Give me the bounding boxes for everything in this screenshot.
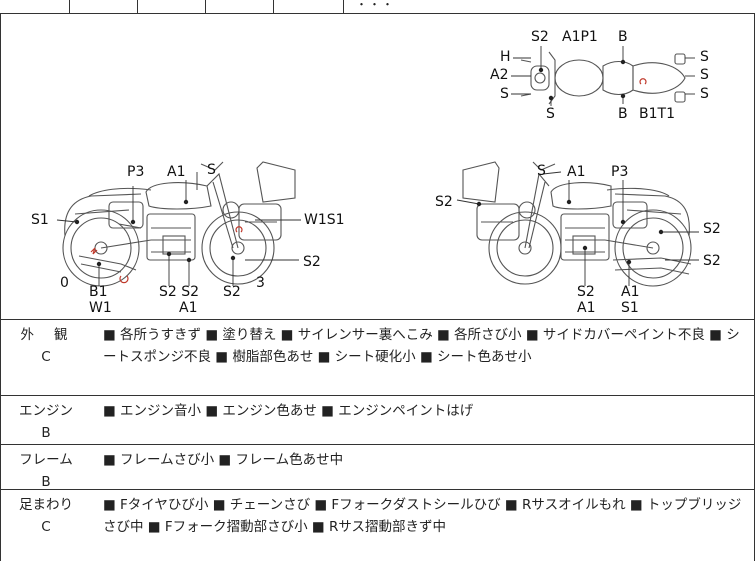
label-p3: P3 — [127, 164, 145, 180]
label-a1: A1 — [167, 164, 186, 180]
top-table-row: ・・・ — [0, 0, 755, 14]
table-cell — [70, 0, 138, 14]
condition-row-engine: エンジン B ■ エンジン音小 ■ エンジン色あせ ■ エンジンペイントはげ — [0, 396, 755, 445]
label-s2: S2 — [703, 253, 721, 269]
condition-notes: ■ フレームさび小 ■ フレーム色あせ中 — [103, 452, 344, 468]
category-grade: B — [41, 425, 51, 441]
motorcycle-drawings — [56, 46, 699, 287]
category-grade: C — [41, 519, 51, 535]
label-a1: A1 — [577, 300, 596, 316]
table-cell — [206, 0, 274, 14]
condition-notes: ■ 各所うすきず ■ 塗り替え ■ サイレンサー裏へこみ ■ 各所さび小 ■ サ… — [103, 327, 740, 365]
label-s: S — [700, 49, 709, 65]
label-b1: B1 — [89, 284, 108, 300]
label-zero: 0 — [60, 275, 69, 291]
label-s: S — [700, 86, 709, 102]
label-s2: S2 — [435, 194, 453, 210]
label-s: S — [546, 106, 555, 122]
label-s: S — [207, 162, 216, 178]
condition-row-frame: フレーム B ■ フレームさび小 ■ フレーム色あせ中 — [0, 445, 755, 490]
label-h: H — [500, 49, 511, 65]
category-name: フレーム — [19, 452, 73, 468]
label-s2: S2 — [303, 254, 321, 270]
condition-row-suspension: 足まわり C ■ Fタイヤひび小 ■ チェーンさび ■ Fフォークダストシールひ… — [0, 490, 755, 561]
top-row-text: ・・・ — [356, 0, 395, 11]
label-three: 3 — [256, 275, 265, 291]
label-s1: S1 — [31, 212, 49, 228]
label-b: B — [618, 29, 628, 45]
category-grade: B — [41, 474, 51, 490]
label-s1: S1 — [621, 300, 639, 316]
category-cell: 足まわり C — [1, 490, 91, 538]
table-cell — [274, 0, 344, 14]
label-s2: S2 — [703, 221, 721, 237]
label-s: S — [700, 67, 709, 83]
top-view-bike — [520, 51, 686, 105]
label-a1: A1 — [567, 164, 586, 180]
label-a1: A1 — [179, 300, 198, 316]
label-s2: S2 — [577, 284, 595, 300]
condition-notes: ■ エンジン音小 ■ エンジン色あせ ■ エンジンペイントはげ — [103, 403, 474, 419]
label-s: S — [500, 86, 509, 102]
label-a1: A1 — [621, 284, 640, 300]
label-b: B — [618, 106, 628, 122]
category-cell: エンジン B — [1, 396, 91, 444]
condition-notes: ■ Fタイヤひび小 ■ チェーンさび ■ Fフォークダストシールひび ■ Rサス… — [103, 497, 742, 535]
damage-marks — [74, 59, 664, 284]
category-grade: C — [41, 349, 51, 365]
label-w1: W1 — [89, 300, 112, 316]
category-name: エンジン — [19, 403, 73, 419]
label-a2: A2 — [490, 67, 509, 83]
category-name: 足まわり — [19, 497, 73, 513]
label-s2-s2: S2 S2 — [159, 284, 200, 300]
table-cell — [0, 0, 70, 14]
category-cell: 外観 C — [1, 320, 91, 368]
label-a1p1: A1P1 — [562, 29, 598, 45]
condition-row-exterior: 外観 C ■ 各所うすきず ■ 塗り替え ■ サイレンサー裏へこみ ■ 各所さび… — [0, 320, 755, 396]
label-w1s1: W1S1 — [304, 212, 345, 228]
label-s2: S2 — [531, 29, 549, 45]
label-p3: P3 — [611, 164, 629, 180]
leader-lines — [56, 46, 699, 286]
table-cell — [138, 0, 206, 14]
category-cell: フレーム B — [1, 445, 91, 493]
label-s: S — [537, 163, 546, 179]
label-b1t1: B1T1 — [639, 106, 675, 122]
damage-diagram: P3 A1 S S1 W1S1 S2 0 3 B1 W1 S2 S2 A1 S2… — [0, 14, 755, 320]
category-name: 外観 — [20, 327, 88, 343]
label-s2: S2 — [223, 284, 241, 300]
left-side-view-bike — [62, 161, 296, 287]
right-side-view-bike — [462, 161, 692, 287]
